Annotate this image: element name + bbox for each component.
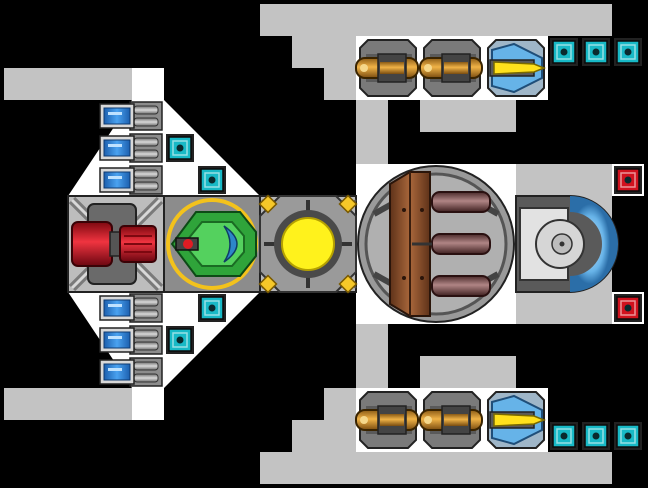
blue-battery-icon[interactable] [99, 133, 163, 163]
bronze-cannon-icon[interactable] [355, 39, 419, 97]
cyan-chip-icon[interactable] [582, 422, 610, 450]
cyan-chip-icon[interactable] [166, 326, 194, 354]
cyan-chip-icon[interactable] [550, 38, 578, 66]
cyan-chip-icon[interactable] [198, 166, 226, 194]
bronze-cannon-icon[interactable] [355, 391, 419, 449]
cyan-chip-icon[interactable] [550, 422, 578, 450]
reactor-core[interactable] [258, 194, 358, 294]
bronze-cannon-icon[interactable] [419, 391, 483, 449]
cyan-chip-icon[interactable] [614, 38, 642, 66]
blue-battery-icon[interactable] [99, 357, 163, 387]
red-chip-icon[interactable] [614, 294, 642, 322]
cannon-guns[interactable] [355, 39, 547, 449]
yellow-reactor-icon [281, 217, 335, 271]
green-command-pod-icon [223, 225, 238, 263]
bronze-cannon-icon[interactable] [419, 39, 483, 97]
red-chip-icon[interactable] [614, 166, 642, 194]
blue-battery-icon[interactable] [99, 325, 163, 355]
cyan-chip-icon[interactable] [582, 38, 610, 66]
engine-red[interactable] [67, 195, 165, 293]
blue-battery-icon[interactable] [99, 165, 163, 195]
laser-cannon-icon[interactable] [487, 39, 547, 97]
cyan-chip-icon[interactable] [166, 134, 194, 162]
cyan-chip-icon[interactable] [198, 294, 226, 322]
red-thruster-icon [71, 221, 113, 267]
cockpit-green[interactable] [163, 195, 261, 293]
cargo-hub[interactable] [357, 165, 515, 323]
cyan-chip-icon[interactable] [614, 422, 642, 450]
dome-turret[interactable] [515, 195, 619, 293]
blue-battery-icon[interactable] [99, 101, 163, 131]
shield-chips[interactable] [166, 38, 642, 450]
blue-battery-icon[interactable] [99, 293, 163, 323]
laser-cannon-icon[interactable] [487, 391, 547, 449]
battery-cells[interactable] [99, 101, 163, 387]
